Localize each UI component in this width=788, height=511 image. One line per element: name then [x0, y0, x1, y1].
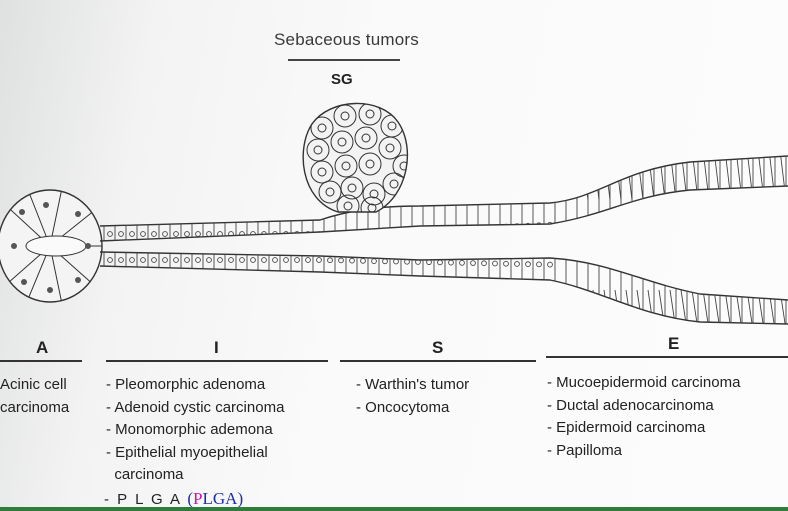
segment-letter-i: I — [214, 338, 219, 357]
segment-e-list: - Mucoepidermoid carcinoma - Ductal aden… — [547, 372, 740, 462]
list-item: - Pleomorphic adenoma — [106, 376, 266, 393]
plga-plain-label: - P L G A — [104, 491, 182, 508]
sebaceous-gland — [302, 102, 409, 213]
sebaceous-gland-label: SG — [331, 71, 353, 88]
list-item: - Warthin's tumor — [356, 376, 470, 393]
segment-rule-e — [546, 356, 788, 358]
segment-i-list: - Pleomorphic adenoma - Adenoid cystic c… — [106, 374, 284, 487]
segment-rule-i — [106, 360, 328, 362]
plga-colored-label: (PLGA) — [187, 489, 243, 508]
list-item: - Adenoid cystic carcinoma — [106, 398, 285, 416]
plga-paren: ( — [187, 489, 194, 508]
sebaceous-tumors-label: Sebaceous tumors — [274, 30, 419, 49]
list-item: - Ductal adenocarcinoma — [547, 396, 714, 414]
acinus — [0, 189, 103, 303]
plga-entry: - P L G A (PLGA) — [104, 489, 243, 509]
segment-rule-a — [0, 360, 82, 362]
segment-s-list: - Warthin's tumor - Oncocytoma — [356, 374, 469, 419]
list-item: carcinoma — [106, 466, 184, 483]
duct-lower-inner-wall — [99, 251, 788, 301]
duct-upper-inner-wall — [99, 185, 788, 242]
plga-p-letter: P — [193, 489, 203, 508]
segment-letter-a: A — [36, 338, 49, 357]
list-item: - Oncocytoma — [356, 398, 450, 416]
bottom-strip — [0, 507, 788, 511]
plga-rest: LGA) — [202, 489, 244, 508]
list-item: - Mucoepidermoid carcinoma — [547, 374, 741, 391]
list-item: Acinic cell — [0, 376, 67, 393]
list-item: - Monomorphic ademona — [106, 421, 273, 438]
salivary-duct-diagram — [0, 102, 788, 325]
sebaceous-tumors-rule — [288, 59, 400, 61]
list-item: - Papilloma — [547, 441, 623, 459]
segment-letter-s: S — [432, 338, 444, 357]
segment-rule-s — [340, 360, 536, 362]
lower-wall-cells — [103, 252, 787, 324]
list-item: - Epithelial myoepithelial — [106, 443, 268, 461]
segment-letter-e: E — [668, 334, 680, 353]
upper-wall-cells — [103, 156, 787, 241]
list-item: carcinoma — [0, 398, 70, 416]
segment-a-list: Acinic cell carcinoma — [0, 374, 69, 419]
list-item: - Epidermoid carcinoma — [547, 419, 706, 436]
